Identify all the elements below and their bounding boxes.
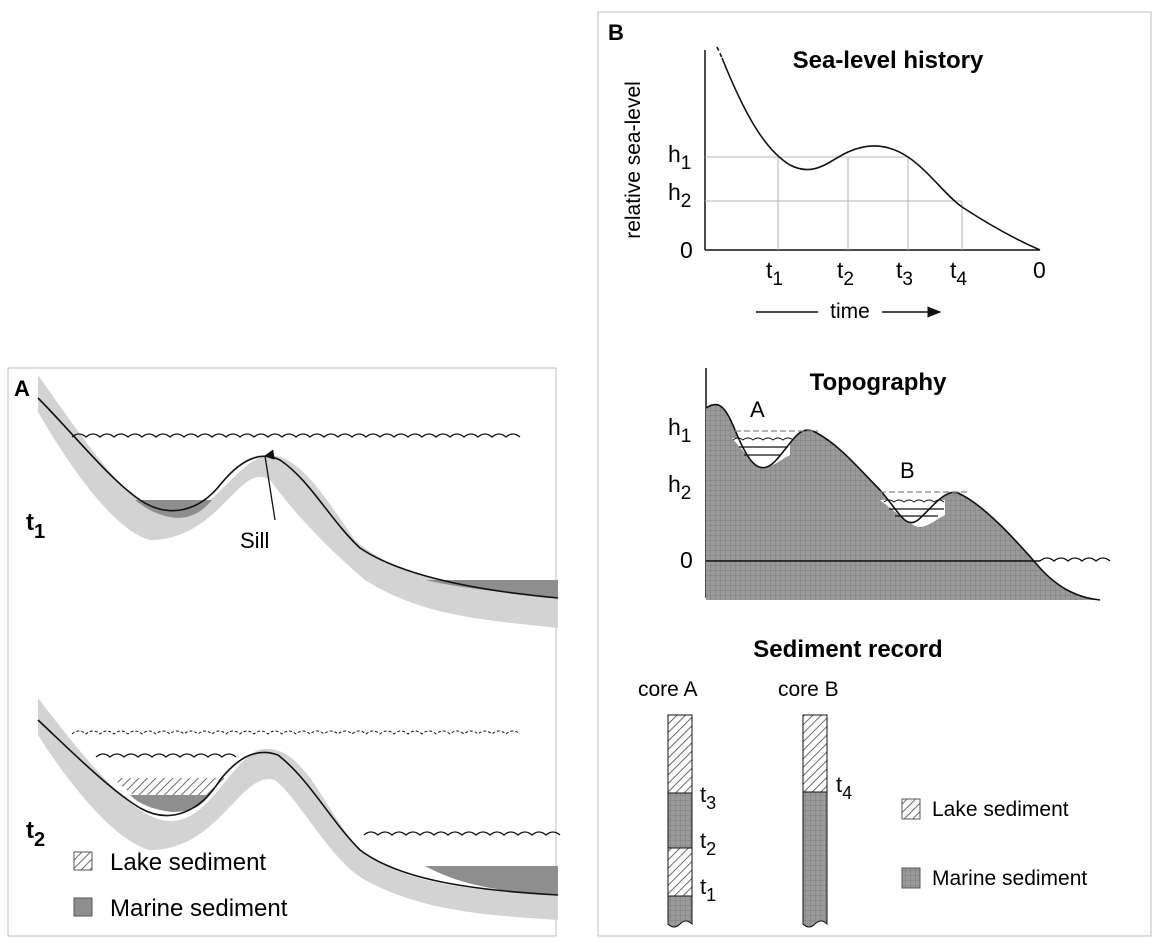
- sediment-title: Sediment record: [753, 636, 942, 663]
- xtick-t1: t1: [766, 257, 783, 290]
- panel-a-legend: Lake sediment Marine sediment: [73, 849, 288, 922]
- core-a-mark-t1: t1: [700, 874, 716, 905]
- legend-marine-swatch-a: [73, 897, 93, 917]
- core-a-marine-base: [667, 895, 693, 928]
- legend-lake-label-b: Lake sediment: [932, 798, 1069, 821]
- core-a-lake-lower: [667, 847, 693, 897]
- panel-b-label: B: [608, 20, 624, 45]
- legend-lake-label-a: Lake sediment: [110, 849, 266, 876]
- substrate-t2: [38, 698, 558, 920]
- panel-b-frame: [597, 11, 1152, 937]
- sea-level-title: Sea-level history: [793, 47, 984, 74]
- core-a-column: t3 t2 t1: [667, 714, 716, 928]
- sea-level-xlabel: time: [830, 300, 870, 323]
- sea-surface-t2: [363, 831, 561, 836]
- xtick-t2: t2: [837, 257, 854, 290]
- panel-b-legend: Lake sediment Marine sediment: [901, 798, 1087, 890]
- xtick-t4: t4: [950, 257, 967, 290]
- topography-plot: Topography A B h1 h2 0: [668, 368, 1111, 601]
- core-a-lake-top: [667, 714, 693, 794]
- core-b-marine: [802, 791, 828, 928]
- ytick-h1: h1: [668, 141, 691, 174]
- core-a-mark-t2: t2: [700, 828, 716, 859]
- lake-a-wave: [732, 437, 794, 441]
- xtick-zero: 0: [1033, 257, 1046, 283]
- legend-marine-swatch-b: [901, 867, 921, 889]
- marine-fill-basin-t2: [130, 795, 210, 812]
- section-t1: t1 Sill: [26, 375, 559, 628]
- sea-level-xticks: t1 t2 t3 t4 0: [766, 257, 1046, 290]
- topography-yticks: h1 h2 0: [668, 414, 693, 573]
- seafloor-t2: [37, 719, 559, 896]
- former-sea-surface-t2: [71, 730, 521, 735]
- legend-lake-swatch-a: [73, 851, 93, 871]
- legend-marine-label-a: Marine sediment: [110, 895, 288, 922]
- marine-fill-offshore-t2: [425, 866, 558, 895]
- sill-label: Sill: [240, 528, 269, 553]
- sea-surface-t1: [71, 433, 521, 438]
- sea-level-plot: Sea-level history relative sea-level h1 …: [622, 46, 1046, 323]
- panel-a-frame: [7, 367, 557, 937]
- core-b-label: core B: [778, 678, 839, 701]
- time-label-t1: t1: [26, 509, 45, 543]
- core-b-column: t4: [802, 714, 852, 928]
- sea-level-curve-start: [716, 46, 723, 59]
- topography-land: [706, 404, 1100, 600]
- topo-ytick-h1: h1: [668, 414, 691, 447]
- seafloor-t1: [37, 397, 559, 599]
- legend-lake-swatch-b: [901, 798, 921, 820]
- legend-marine-label-b: Marine sediment: [932, 867, 1087, 890]
- xtick-t3: t3: [896, 257, 913, 290]
- panel-a-label: A: [14, 376, 30, 401]
- basin-a-label: A: [750, 397, 765, 422]
- core-b-lake-top: [802, 714, 828, 793]
- panel-b: B Sea-level history relative sea-level h…: [597, 11, 1152, 937]
- sill-arrow: [263, 449, 276, 521]
- topography-title: Topography: [810, 369, 948, 396]
- time-label-t2: t2: [26, 817, 45, 851]
- lake-surface-t2: [95, 753, 237, 758]
- section-t2: t2: [26, 698, 561, 920]
- topo-ytick-zero: 0: [680, 547, 693, 573]
- topo-ytick-h2: h2: [668, 471, 691, 504]
- basin-b-label: B: [900, 458, 915, 483]
- core-a-label: core A: [638, 678, 698, 701]
- sea-level-ylabel: relative sea-level: [622, 81, 645, 239]
- ytick-zero: 0: [680, 237, 693, 263]
- topography-lake-b: [880, 500, 945, 527]
- core-a-mark-t3: t3: [700, 782, 716, 813]
- panel-a: A t1 Sill t2 Lake sediment: [7, 367, 561, 937]
- core-b-mark-t4: t4: [836, 772, 852, 803]
- marine-fill-basin-t1: [135, 500, 212, 518]
- sediment-record: Sediment record core A core B t3 t2 t1 t…: [638, 636, 1087, 928]
- sea-level-yticks: h1 h2 0: [668, 141, 693, 263]
- core-a-marine-upper: [667, 792, 693, 849]
- topography-sea-wave: [1039, 557, 1111, 562]
- lake-b-wave: [883, 499, 945, 503]
- ytick-h2: h2: [668, 179, 691, 212]
- sea-level-curve: [721, 57, 1041, 251]
- topography-surface: [705, 403, 1101, 601]
- substrate-t1: [38, 375, 558, 628]
